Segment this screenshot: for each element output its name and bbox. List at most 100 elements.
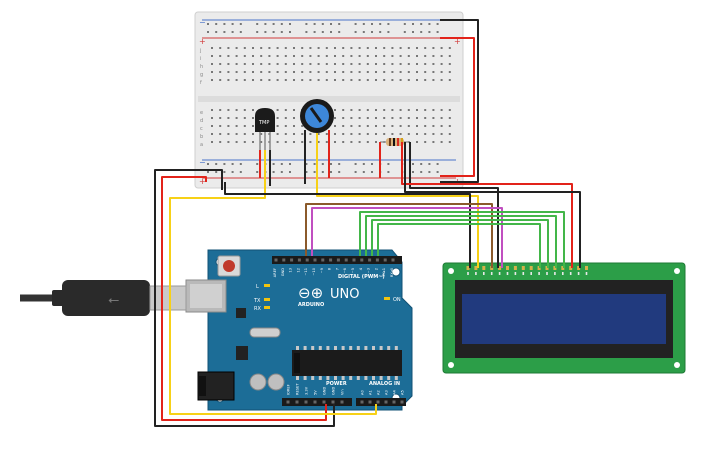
header-pin-hole [391, 258, 395, 262]
terminal-hole [309, 55, 312, 57]
terminal-hole [440, 79, 443, 81]
rail-hole [362, 31, 365, 33]
chip-pin [394, 346, 398, 350]
wire-black-rail [440, 19, 479, 183]
terminal-hole [243, 117, 246, 119]
lcd-pin-label-mark [514, 272, 517, 275]
chip-pin [303, 376, 307, 380]
terminal-hole [252, 79, 254, 81]
terminal-hole [416, 63, 418, 65]
power-pin-label: A1 [369, 390, 373, 395]
wire-red-lcd [401, 142, 573, 268]
chip-pin [334, 346, 337, 350]
terminal-hole [293, 141, 295, 143]
sensor-label: TMP [258, 120, 269, 126]
terminal-hole [252, 141, 254, 143]
terminal-hole [366, 125, 369, 127]
terminal-hole [432, 141, 435, 143]
terminal-hole [260, 63, 263, 65]
lcd-pin [521, 266, 525, 270]
led-label-tx: TX [253, 298, 261, 304]
rail-hole [330, 31, 332, 33]
potentiometer[interactable] [300, 99, 334, 133]
terminal-hole [284, 125, 287, 127]
terminal-hole [252, 109, 254, 111]
terminal-hole [416, 109, 418, 111]
header-pin-hole [313, 400, 317, 404]
rail-hole [436, 171, 439, 173]
terminal-hole [375, 47, 377, 49]
terminal-hole [284, 71, 287, 73]
terminal-hole [301, 63, 304, 65]
rail-hole [371, 31, 373, 33]
digital-pin-label: 13 [289, 268, 293, 273]
terminal-hole [424, 63, 427, 65]
rail-hole [330, 163, 332, 165]
rail-hole [313, 23, 316, 25]
rail-hole [256, 171, 259, 173]
analog-section-label: ANALOG IN [369, 381, 400, 387]
chip-pin [296, 376, 299, 380]
reset-button[interactable] [217, 255, 241, 277]
terminal-hole [301, 79, 304, 81]
rail-hole [256, 31, 259, 33]
terminal-hole [334, 55, 336, 57]
rail-hole [207, 23, 209, 25]
terminal-hole [268, 47, 271, 49]
chip-pin [387, 346, 391, 350]
terminal-hole [407, 55, 410, 57]
rail-hole [305, 163, 308, 165]
rail-hole [280, 163, 283, 165]
terminal-hole [260, 71, 263, 73]
rail-hole [272, 23, 275, 25]
led-tx [264, 298, 270, 301]
terminal-hole [227, 63, 230, 65]
terminal-hole [448, 125, 451, 127]
rail-hole [354, 23, 357, 25]
led-rx [264, 306, 270, 309]
chip-pin [349, 376, 353, 380]
terminal-hole [399, 79, 402, 81]
power-pin-label: A4 [393, 390, 397, 395]
header-pin-hole [331, 400, 335, 404]
chip-pin [349, 346, 353, 350]
terminal-hole [424, 141, 427, 143]
lcd-pin [513, 266, 517, 270]
terminal-hole [235, 133, 238, 135]
capacitor [267, 373, 285, 391]
chip-pin [356, 376, 360, 380]
terminal-hole [350, 125, 353, 127]
terminal-hole [284, 47, 287, 49]
terminal-hole [440, 109, 443, 111]
rail-hole [362, 163, 365, 165]
terminal-hole [383, 117, 386, 119]
terminal-hole [375, 71, 377, 73]
rail-hole [379, 31, 382, 33]
terminal-hole [440, 125, 443, 127]
header-pin-hole [321, 258, 325, 262]
terminal-hole [317, 71, 320, 73]
terminal-hole [284, 133, 287, 135]
terminal-hole [227, 109, 230, 111]
arduino-logo-icon: ⊖⊕ [298, 284, 323, 302]
rail-hole [412, 23, 414, 25]
chip-pin [318, 346, 322, 350]
digital-pin-label: ~10 [312, 267, 316, 275]
terminal-hole [350, 109, 353, 111]
terminal-hole [243, 141, 246, 143]
header-pin-hole [336, 258, 340, 262]
terminal-hole [227, 125, 230, 127]
wire-brown-lcd [305, 203, 493, 268]
terminal-hole [317, 133, 320, 135]
terminal-hole [219, 79, 222, 81]
rail-minus-bottom: − [199, 158, 206, 167]
terminal-hole [219, 109, 222, 111]
terminal-hole [227, 117, 230, 119]
row-letter-c: c [200, 126, 203, 132]
header-pin-hole [329, 258, 333, 262]
lcd-pin-label-mark [546, 272, 548, 275]
rail-hole [321, 23, 324, 25]
terminal-hole [358, 55, 361, 57]
digital-pin-label: 2 [374, 268, 378, 270]
